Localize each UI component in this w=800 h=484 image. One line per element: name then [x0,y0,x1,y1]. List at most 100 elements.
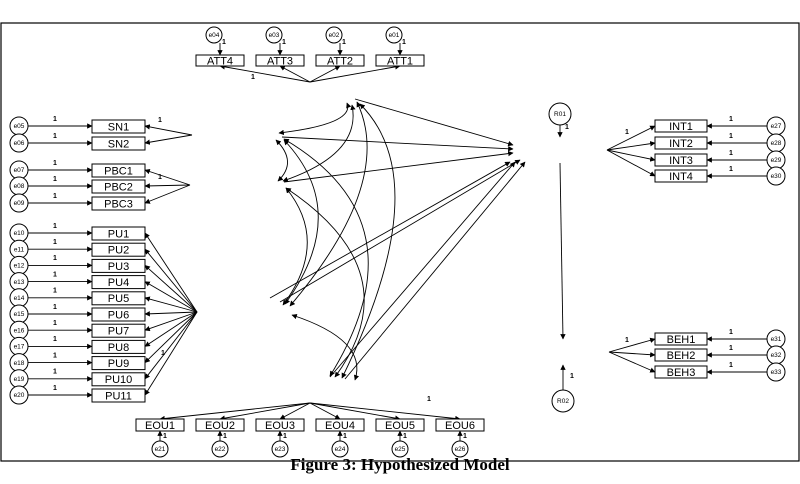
pu-error-weight-10-text: 1 [53,385,57,392]
pbc-error-weight-2: 1 [53,193,57,200]
pu-indicator-4-label: PU5 [108,293,129,305]
att-error-0: e04 [205,26,223,44]
pu-indicator-10: PU11 [91,388,146,403]
pbc-indicator-0: PBC1 [91,163,146,178]
att-error-weight-2: 1 [342,39,346,46]
att-error-2: e02 [325,26,343,44]
sn-indicator-0: SN1 [91,119,146,134]
att-error-weight-3: 1 [402,39,406,46]
int-loading-3 [606,149,656,177]
pu-indicator-6-label: PU7 [108,326,129,338]
r02-weight-text: 1 [570,373,574,380]
path-snorm-intention [281,136,514,152]
pu-loading-10 [144,311,198,396]
int-indicator-2: INT3 [654,153,708,167]
att-loading-3 [309,64,401,83]
pu-error-weight-9: 1 [53,369,57,376]
pu-loading-8 [144,311,198,363]
pu-error-5: e15 [9,304,29,324]
att-error-weight-3-text: 1 [402,39,406,46]
pbc-error-2-label: e09 [14,200,25,207]
pu-error-0: e10 [9,223,29,243]
eou-error-weight-0-text: 1 [163,433,167,440]
pu-error-9: e19 [9,369,29,389]
pbc-error-weight-0-text: 1 [53,160,57,167]
pu-error-weight-0-text: 1 [53,223,57,230]
pu-indicator-7-label: PU8 [108,342,129,354]
att-loading-weight-text: 1 [251,74,255,81]
pu-error-weight-3-text: 1 [53,271,57,278]
r01-weight: 1 [565,124,569,131]
int-error-2-label: e29 [771,157,782,164]
eou-indicator-2-label: EOU3 [265,420,295,432]
pu-error-weight-4-text: 1 [53,288,57,295]
pbc-loading-weight-text: 1 [158,174,162,181]
pbc-error-weight-1-text: 1 [53,176,57,183]
eou-error-0-label: e21 [155,446,166,453]
pu-loading-9 [144,311,198,380]
beh-error-weight-1: 1 [729,345,733,352]
pu-error-10-label: e20 [14,392,25,399]
att-indicator-2-label: ATT2 [327,55,353,67]
int-error-weight-1-text: 1 [729,133,733,140]
sn-loading-weight: 1 [158,117,162,124]
att-loading-weight: 1 [251,74,255,81]
pu-error-weight-2: 1 [53,255,57,262]
r01-residual: R01 [548,102,572,126]
pbc-error-1: e08 [9,176,29,196]
pbc-loading-2 [144,184,191,204]
eou-indicator-5: EOU6 [435,418,485,432]
att-error-weight-0-text: 1 [222,39,226,46]
sn-error-weight-1-text: 1 [53,133,57,140]
beh-indicator-1-label: BEH2 [667,350,696,362]
eou-indicator-4-label: EOU5 [385,420,415,432]
int-error-weight-3: 1 [729,166,733,173]
int-error-3: e30 [766,166,786,186]
beh-error-weight-0: 1 [729,329,733,336]
pu-error-7-label: e17 [14,344,25,351]
att-indicator-0: ATT4 [195,54,245,67]
eou-error-0: e21 [151,440,169,458]
int-error-1-label: e28 [771,140,782,147]
eou-error-weight-1: 1 [223,433,227,440]
eou-error-weight-2-text: 1 [283,433,287,440]
pbc-indicator-1: PBC2 [91,179,146,194]
eou-loading-4 [309,402,401,421]
int-error-weight-1: 1 [729,133,733,140]
path-pbcontrol-intention [283,150,514,183]
att-indicator-2: ATT2 [315,54,365,67]
sn-error-0-label: e05 [14,123,25,130]
eou-error-weight-4: 1 [403,433,407,440]
pbc-indicator-1-label: PBC2 [104,181,133,193]
sn-error-weight-1: 1 [53,133,57,140]
eou-error-4-label: e25 [395,446,406,453]
pu-error-weight-9-text: 1 [53,369,57,376]
r01-weight-text: 1 [565,124,569,131]
cov-pu-attitude [289,101,368,307]
att-error-0-label: e04 [209,32,220,39]
pu-error-weight-10: 1 [53,385,57,392]
pu-loading-7 [144,311,198,347]
pu-error-weight-6: 1 [53,320,57,327]
beh-indicator-0-label: BEH1 [667,334,696,346]
att-error-weight-0: 1 [222,39,226,46]
att-loading-0 [219,64,311,83]
eou-error-weight-3-text: 1 [343,433,347,440]
pu-loading-1 [144,248,198,313]
pu-error-weight-8: 1 [53,352,57,359]
pu-loading-weight-text: 1 [161,350,165,357]
att-error-1: e03 [265,26,283,44]
pu-loading-2 [144,265,198,313]
beh-loading-2 [608,351,656,373]
pu-indicator-6: PU7 [91,323,146,338]
beh-indicator-2: BEH3 [654,365,708,379]
eou-loading-weight: 1 [427,396,431,403]
beh-loading-weight: 1 [625,337,629,344]
sn-error-weight-0: 1 [53,116,57,123]
path-intention-behavior [559,162,566,340]
int-error-1: e28 [766,133,786,153]
pu-error-weight-3: 1 [53,271,57,278]
pu-error-weight-2-text: 1 [53,255,57,262]
beh-indicator-2-label: BEH3 [667,367,696,379]
beh-error-1-label: e32 [771,352,782,359]
